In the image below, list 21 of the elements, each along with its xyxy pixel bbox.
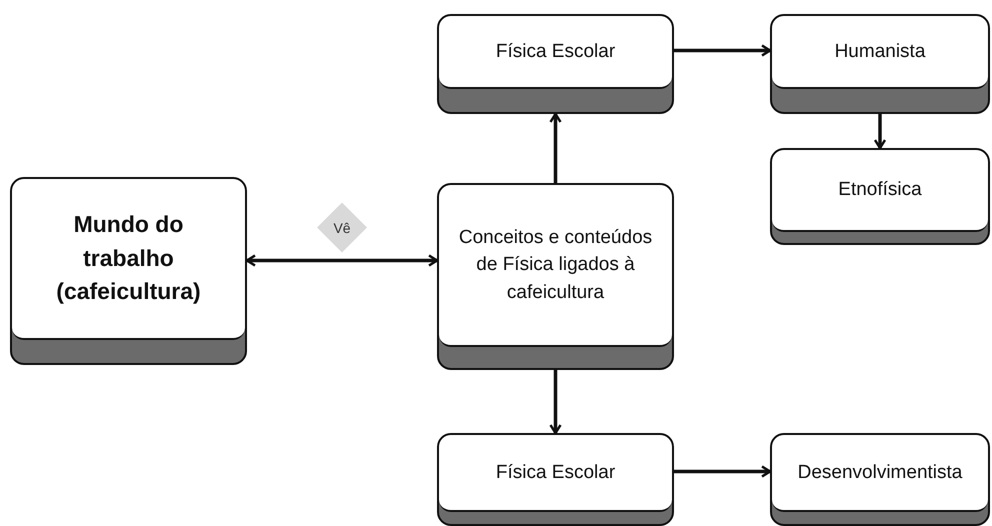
process-box <box>437 433 674 526</box>
process-box <box>770 433 990 526</box>
box-text: Física Escolar <box>496 460 616 485</box>
box-text: Desenvolvimentista <box>798 460 962 485</box>
process-box <box>770 148 990 245</box>
box-text: Conceitos e conteúdos de Física ligados à cafeicultura <box>458 226 654 305</box>
arrow <box>246 254 438 267</box>
process-box <box>770 14 990 114</box>
arrow <box>674 44 772 57</box>
process-box <box>10 177 247 365</box>
box-text: Humanista <box>834 40 926 64</box>
process-box <box>437 14 674 114</box>
process-box <box>437 183 674 370</box>
box-text: Etnofísica <box>838 178 922 202</box>
arrow <box>674 465 772 478</box>
arrow <box>874 114 886 150</box>
box-text: Mundo do trabalho (cafeicultura) <box>55 210 202 306</box>
arrow <box>549 370 562 434</box>
arrow <box>549 112 562 183</box>
box-text: Física Escolar <box>496 40 616 64</box>
edge-label: Vê <box>317 202 367 252</box>
